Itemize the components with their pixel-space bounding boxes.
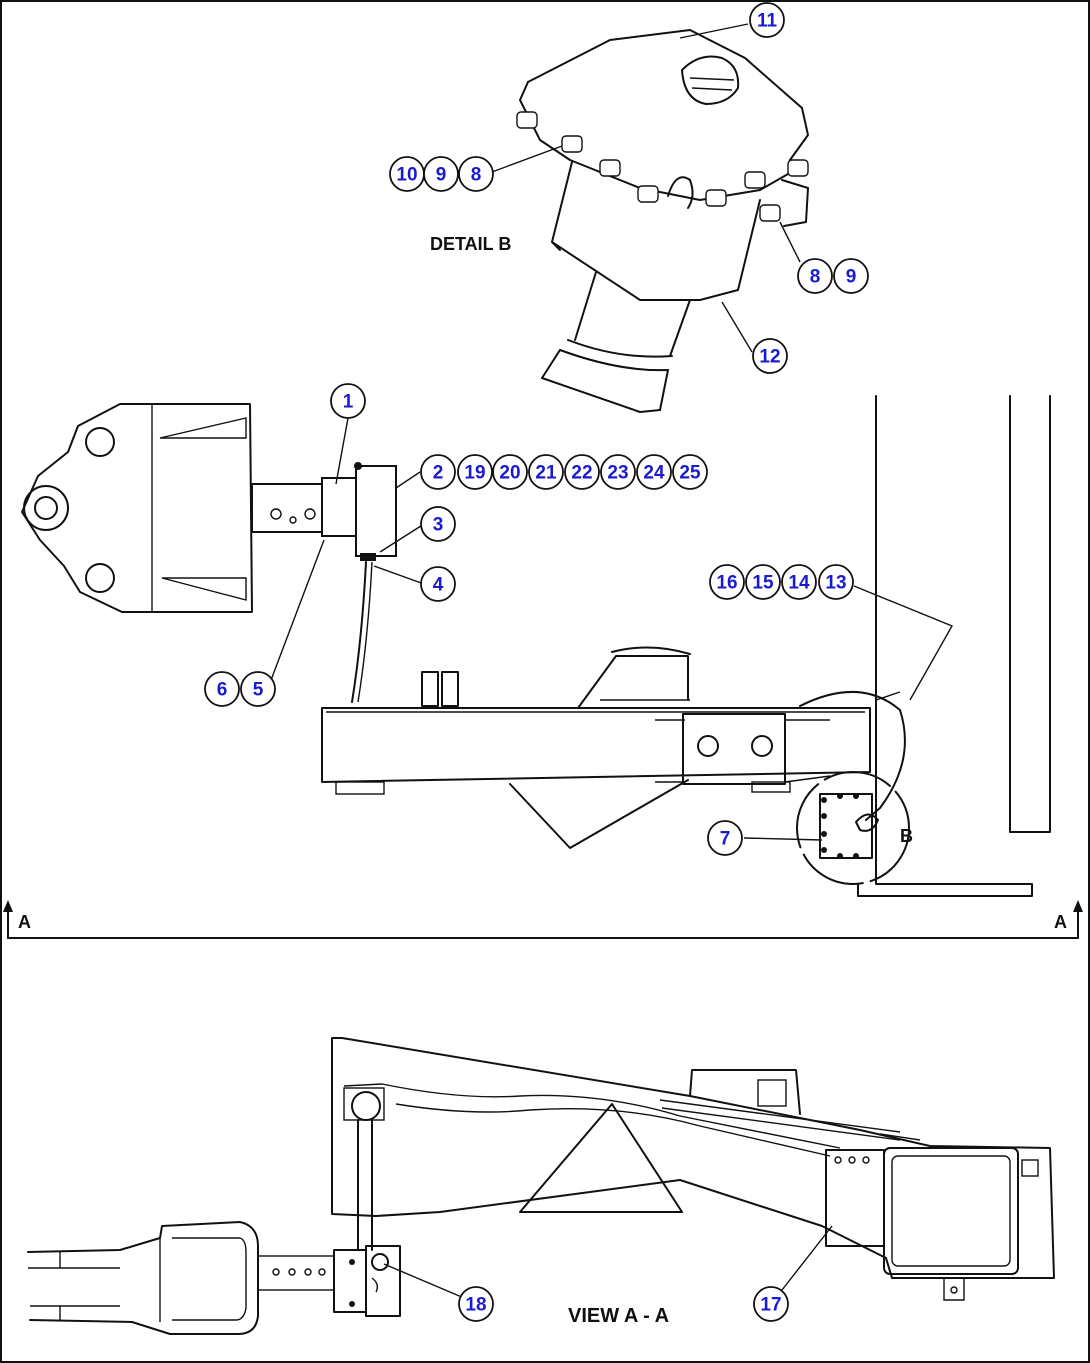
callout-number: 21 xyxy=(535,463,557,484)
view-a-a-drawing xyxy=(27,1037,1055,1335)
main-view-drawing xyxy=(21,395,1051,897)
section-label-left: A xyxy=(18,912,31,932)
callout-circle xyxy=(204,671,240,707)
callout-9b: 9 xyxy=(833,258,869,294)
callout-7: 7 xyxy=(707,820,743,856)
callout-circle xyxy=(420,566,456,602)
callout-circle xyxy=(492,454,528,490)
section-label-right: A xyxy=(1054,912,1067,932)
callout-circle xyxy=(423,156,459,192)
callout-19: 19 xyxy=(457,454,493,490)
callout-number: 20 xyxy=(499,463,520,484)
callout-circle xyxy=(528,454,564,490)
callout-number: 16 xyxy=(716,573,737,594)
callout-number: 3 xyxy=(433,515,444,536)
callout-24: 24 xyxy=(636,454,672,490)
callout-circle xyxy=(833,258,869,294)
callout-number: 14 xyxy=(788,573,810,594)
callout-circle xyxy=(753,1286,789,1322)
callout-number: 6 xyxy=(217,680,228,701)
callout-circle xyxy=(240,671,276,707)
callout-circle xyxy=(672,454,708,490)
detail-b-label: DETAIL B xyxy=(430,234,511,254)
callout-4: 4 xyxy=(420,566,456,602)
callout-number: 22 xyxy=(571,463,592,484)
callout-1: 1 xyxy=(330,383,366,419)
section-line-a-a xyxy=(3,900,1083,939)
callout-number: 8 xyxy=(810,267,821,288)
callout-number: 19 xyxy=(464,463,485,484)
callout-circle xyxy=(458,1286,494,1322)
callout-circle xyxy=(457,454,493,490)
callout-number: 5 xyxy=(253,680,264,701)
callout-6: 6 xyxy=(204,671,240,707)
callout-circle xyxy=(600,454,636,490)
callout-15: 15 xyxy=(745,564,781,600)
callout-circle xyxy=(781,564,817,600)
callout-number: 2 xyxy=(433,463,444,484)
callout-circle xyxy=(709,564,745,600)
callout-8b: 8 xyxy=(797,258,833,294)
callout-number: 4 xyxy=(433,575,444,596)
callout-number: 1 xyxy=(343,392,354,413)
callout-number: 7 xyxy=(720,829,731,850)
callout-number: 13 xyxy=(825,573,846,594)
callout-2: 2 xyxy=(420,454,456,490)
view-a-a-label: VIEW A - A xyxy=(568,1305,669,1327)
callout-10: 10 xyxy=(389,156,425,192)
detail-b-marker: B xyxy=(900,826,913,846)
callout-23: 23 xyxy=(600,454,636,490)
callout-number: 10 xyxy=(396,165,417,186)
callout-number: 9 xyxy=(846,267,857,288)
callout-number: 17 xyxy=(760,1295,781,1316)
callout-number: 12 xyxy=(759,347,780,368)
callout-18: 18 xyxy=(458,1286,494,1322)
callout-number: 25 xyxy=(679,463,701,484)
callout-3: 3 xyxy=(420,506,456,542)
callout-16: 16 xyxy=(709,564,745,600)
callout-number: 11 xyxy=(757,11,778,32)
callout-8a: 8 xyxy=(458,156,494,192)
callout-9a: 9 xyxy=(423,156,459,192)
callout-22: 22 xyxy=(564,454,600,490)
callout-circle xyxy=(458,156,494,192)
detail-b-leaders xyxy=(491,23,801,353)
callout-circle xyxy=(420,454,456,490)
callout-number: 23 xyxy=(607,463,628,484)
callout-number: 9 xyxy=(436,165,447,186)
callout-circle xyxy=(420,506,456,542)
callout-5: 5 xyxy=(240,671,276,707)
callout-number: 24 xyxy=(643,463,665,484)
view-a-a-leaders xyxy=(383,1225,833,1299)
detail-b-drawing xyxy=(516,29,809,413)
main-view-leaders xyxy=(267,417,954,841)
callout-11: 11 xyxy=(749,2,785,38)
callout-circle xyxy=(797,258,833,294)
callout-14: 14 xyxy=(781,564,817,600)
callout-12: 12 xyxy=(752,338,788,374)
callout-circle xyxy=(749,2,785,38)
callout-circle xyxy=(818,564,854,600)
callout-number: 8 xyxy=(471,165,482,186)
callout-circle xyxy=(330,383,366,419)
callout-number: 15 xyxy=(752,573,774,594)
callout-20: 20 xyxy=(492,454,528,490)
callout-13: 13 xyxy=(818,564,854,600)
callout-circle xyxy=(752,338,788,374)
callout-circle xyxy=(707,820,743,856)
callout-circle xyxy=(745,564,781,600)
callout-circle xyxy=(564,454,600,490)
callout-17: 17 xyxy=(753,1286,789,1322)
callout-21: 21 xyxy=(528,454,564,490)
callout-circle xyxy=(636,454,672,490)
callout-number: 18 xyxy=(465,1295,486,1316)
callout-25: 25 xyxy=(672,454,708,490)
